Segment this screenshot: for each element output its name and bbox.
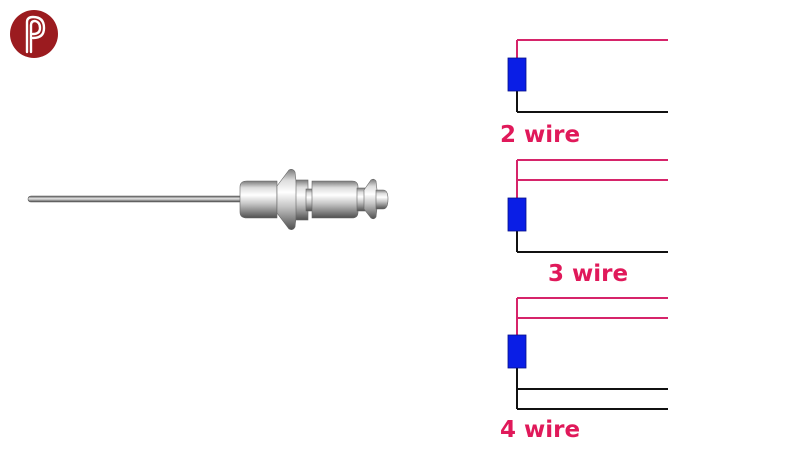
- four-wire-label: 4 wire: [500, 417, 581, 443]
- two-wire-schematic: [507, 39, 668, 113]
- wiring-configurations: [507, 39, 668, 410]
- four-wire-schematic: [507, 297, 668, 410]
- rtd-element: [507, 334, 527, 369]
- rtd-element: [507, 57, 527, 92]
- rtd-probe-icon: [27, 169, 389, 230]
- three-wire-label: 3 wire: [548, 261, 629, 287]
- three-wire-schematic: [507, 159, 668, 253]
- two-wire-label: 2 wire: [500, 122, 581, 148]
- p-monogram-logo-icon: [10, 10, 58, 58]
- rtd-element: [507, 197, 527, 232]
